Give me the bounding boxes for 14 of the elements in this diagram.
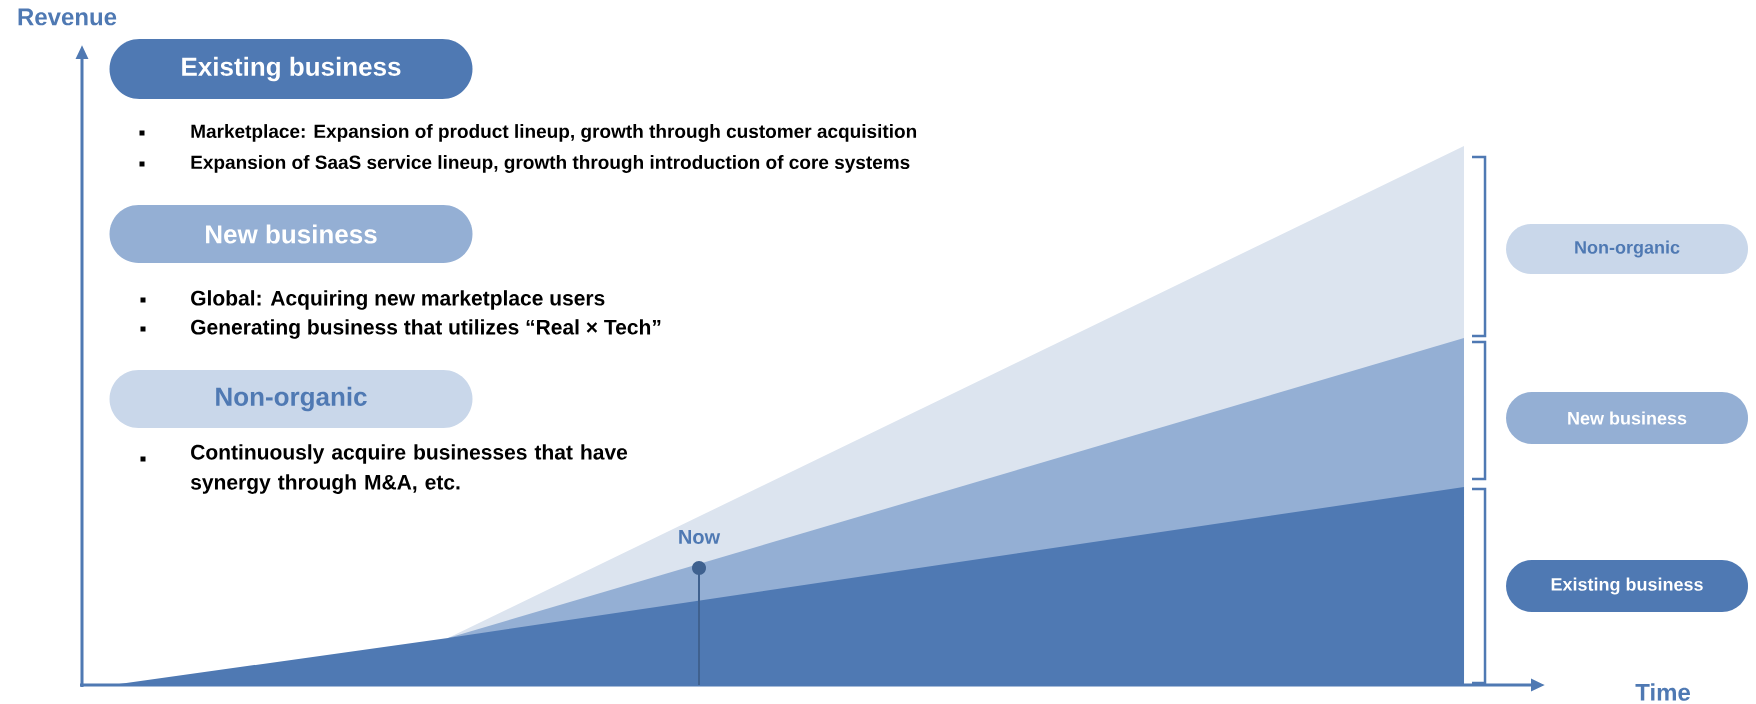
pill-label: New business [109, 205, 473, 263]
bullet-text: Expansion of SaaS service lineup, growth through introduction of core systems [191, 155, 910, 173]
bullet-text: Generating business that utilizes “Real × Tech” [191, 319, 661, 339]
pill-label: Non-organic [109, 370, 473, 428]
pill-label: New business [1506, 392, 1748, 444]
axis-label: Time [1635, 683, 1690, 701]
marker-label: Now [679, 530, 721, 544]
axis-label: Revenue [18, 8, 117, 26]
pill-label: Non-organic [1506, 224, 1748, 274]
pill-label: Existing business [109, 39, 473, 99]
bullet-text: Global: Acquiring new marketplace users [191, 290, 605, 310]
bullet-text: Marketplace: Expansion of product lineup, growth through customer acquisition [191, 124, 917, 142]
pill-label: Existing business [1506, 560, 1748, 612]
bullet-text: Continuously acquire businesses that have synergy through M&A, etc. [190, 444, 628, 494]
